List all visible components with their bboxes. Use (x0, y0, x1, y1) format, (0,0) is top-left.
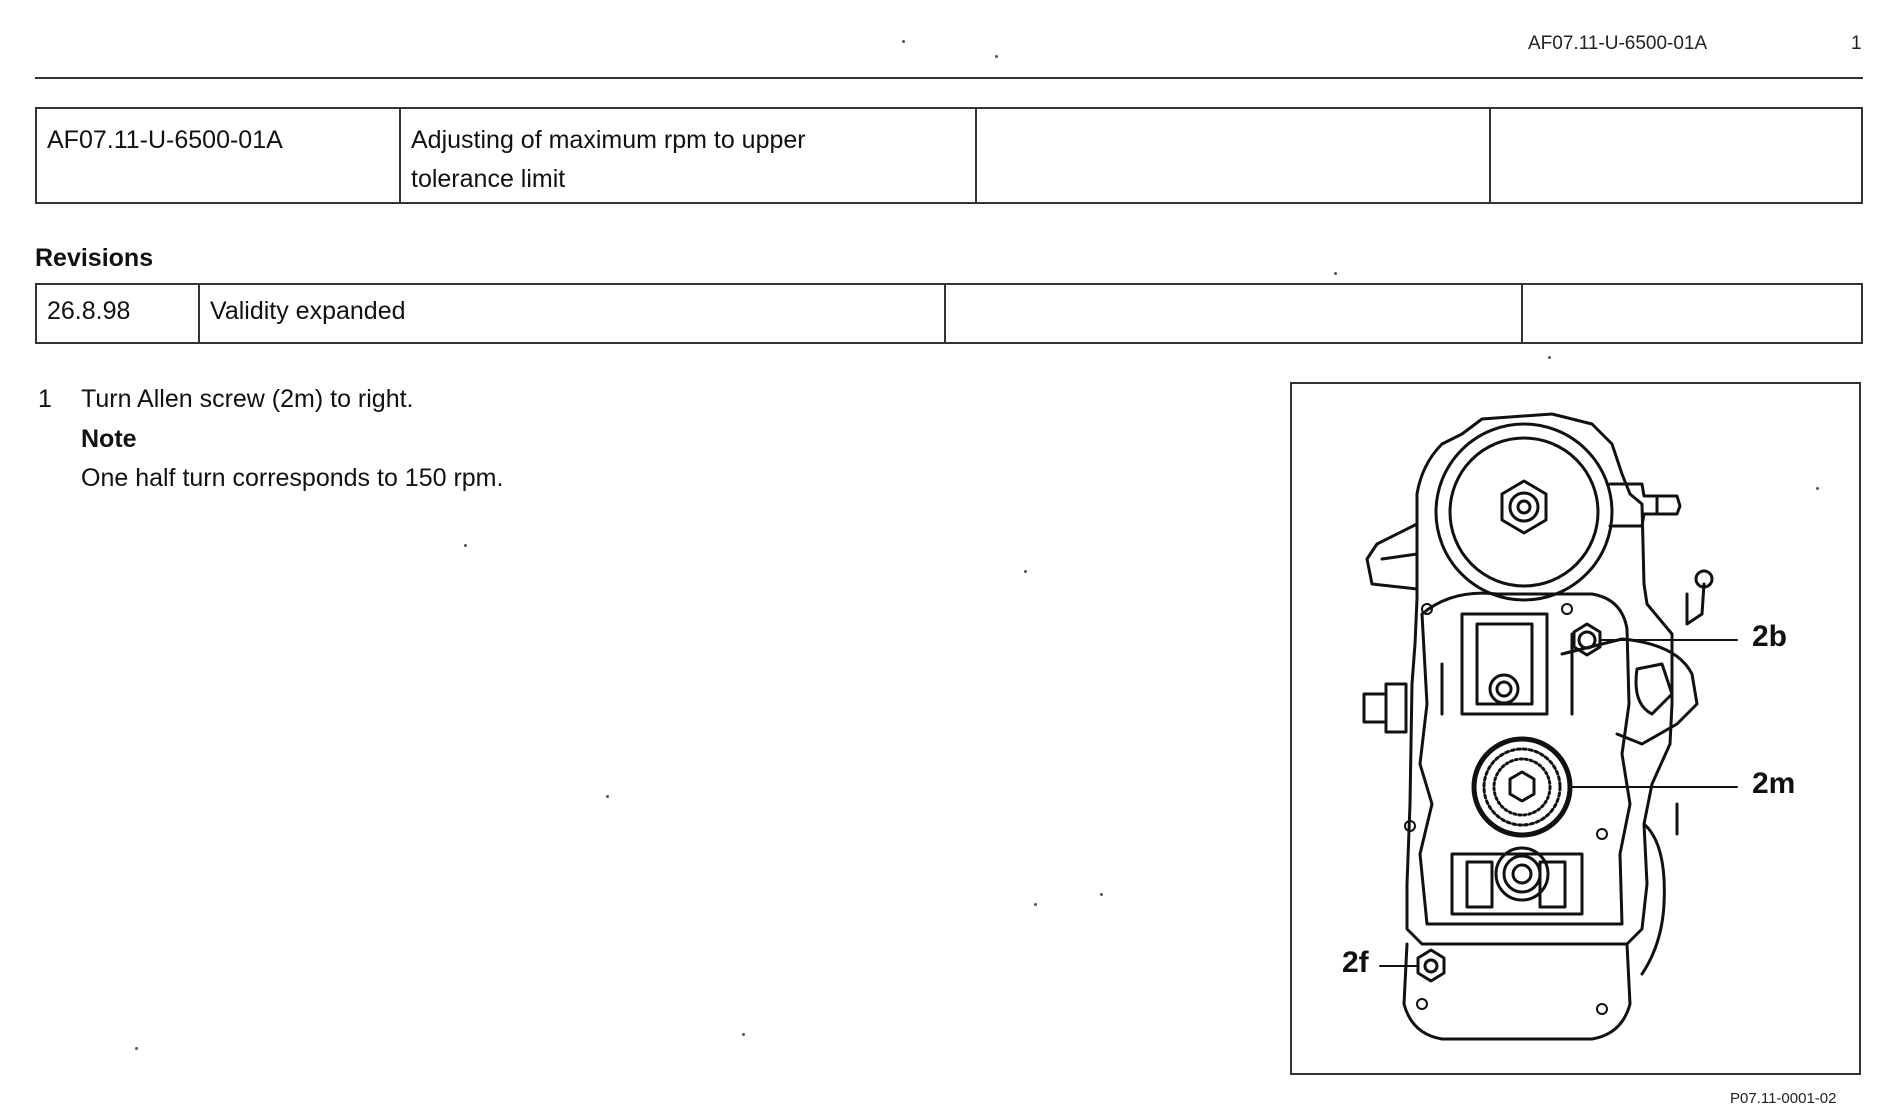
screw-2f (1416, 948, 1446, 983)
bolt-hole (1596, 1003, 1608, 1015)
scan-speck (1024, 570, 1027, 573)
page-number: 1 (1851, 33, 1862, 54)
revision-date: 26.8.98 (35, 283, 200, 344)
allen-screw-2m (1471, 736, 1573, 838)
header-document-code: AF07.11-U-6500-01A (1528, 33, 1708, 54)
scan-speck (1816, 487, 1819, 490)
scan-speck (1034, 903, 1037, 906)
revision-description: Validity expanded (198, 283, 946, 344)
bolt-hole (1404, 820, 1416, 832)
left-bracket (1365, 522, 1419, 591)
bolt-hole (1416, 998, 1428, 1010)
scan-speck (135, 1047, 138, 1050)
revisions-table: 26.8.98 Validity expanded (35, 283, 1863, 344)
top-nut (1500, 479, 1548, 535)
upper-block (1460, 612, 1549, 716)
left-fitting (1362, 692, 1388, 724)
bolt-hole (1421, 603, 1433, 615)
screw-2b (1572, 622, 1602, 657)
revision-empty-cell-4 (1521, 283, 1863, 344)
id-empty-cell-4 (1489, 107, 1863, 204)
right-rod (1685, 582, 1706, 626)
lower-housing (1402, 942, 1632, 1041)
pump-illustration (1362, 412, 1738, 1041)
figure-frame: 2b 2m 2f (1290, 382, 1861, 1075)
revision-row: 26.8.98 Validity expanded (35, 283, 1863, 344)
lower-block (1450, 852, 1584, 916)
header-divider (35, 77, 1863, 79)
figure-reference: P07.11-0001-02 (1730, 1090, 1837, 1107)
id-code: AF07.11-U-6500-01A (47, 126, 283, 154)
revision-empty-cell-3 (944, 283, 1523, 344)
scan-speck (1100, 893, 1103, 896)
pipe-fitting (1608, 482, 1682, 528)
scan-speck (742, 1033, 745, 1036)
step-text: Turn Allen screw (2m) to right. (81, 385, 414, 413)
id-code-cell: AF07.11-U-6500-01A (35, 107, 401, 204)
top-nut-ring (1508, 491, 1540, 523)
scan-speck (464, 544, 467, 547)
bolt-hole (1596, 828, 1608, 840)
top-cap-outer (1434, 422, 1614, 602)
id-empty-cell-3 (975, 107, 1491, 204)
callout-2b: 2b (1752, 620, 1788, 653)
id-title-cell: Adjusting of maximum rpm to upper tolera… (399, 107, 977, 204)
top-cap-inner (1448, 436, 1600, 588)
id-title-line1: Adjusting of maximum rpm to upper (411, 126, 806, 154)
callout-2f: 2f (1342, 946, 1369, 979)
scan-speck (1334, 272, 1337, 275)
note-text: One half turn corresponds to 150 rpm. (81, 464, 504, 492)
id-title-line2: tolerance limit (411, 165, 566, 193)
top-nut-center (1516, 499, 1532, 515)
scan-speck (1548, 356, 1551, 359)
housing-outline (1405, 412, 1674, 946)
identification-table: AF07.11-U-6500-01A Adjusting of maximum … (35, 107, 1863, 204)
note-label: Note (81, 425, 137, 453)
inner-plate (1418, 591, 1632, 926)
scan-speck (902, 40, 905, 43)
scan-speck (995, 55, 998, 58)
revisions-heading: Revisions (35, 244, 154, 272)
scan-speck (606, 795, 609, 798)
bolt-hole (1561, 603, 1573, 615)
step-number: 1 (38, 385, 52, 413)
callout-2m: 2m (1752, 767, 1796, 800)
